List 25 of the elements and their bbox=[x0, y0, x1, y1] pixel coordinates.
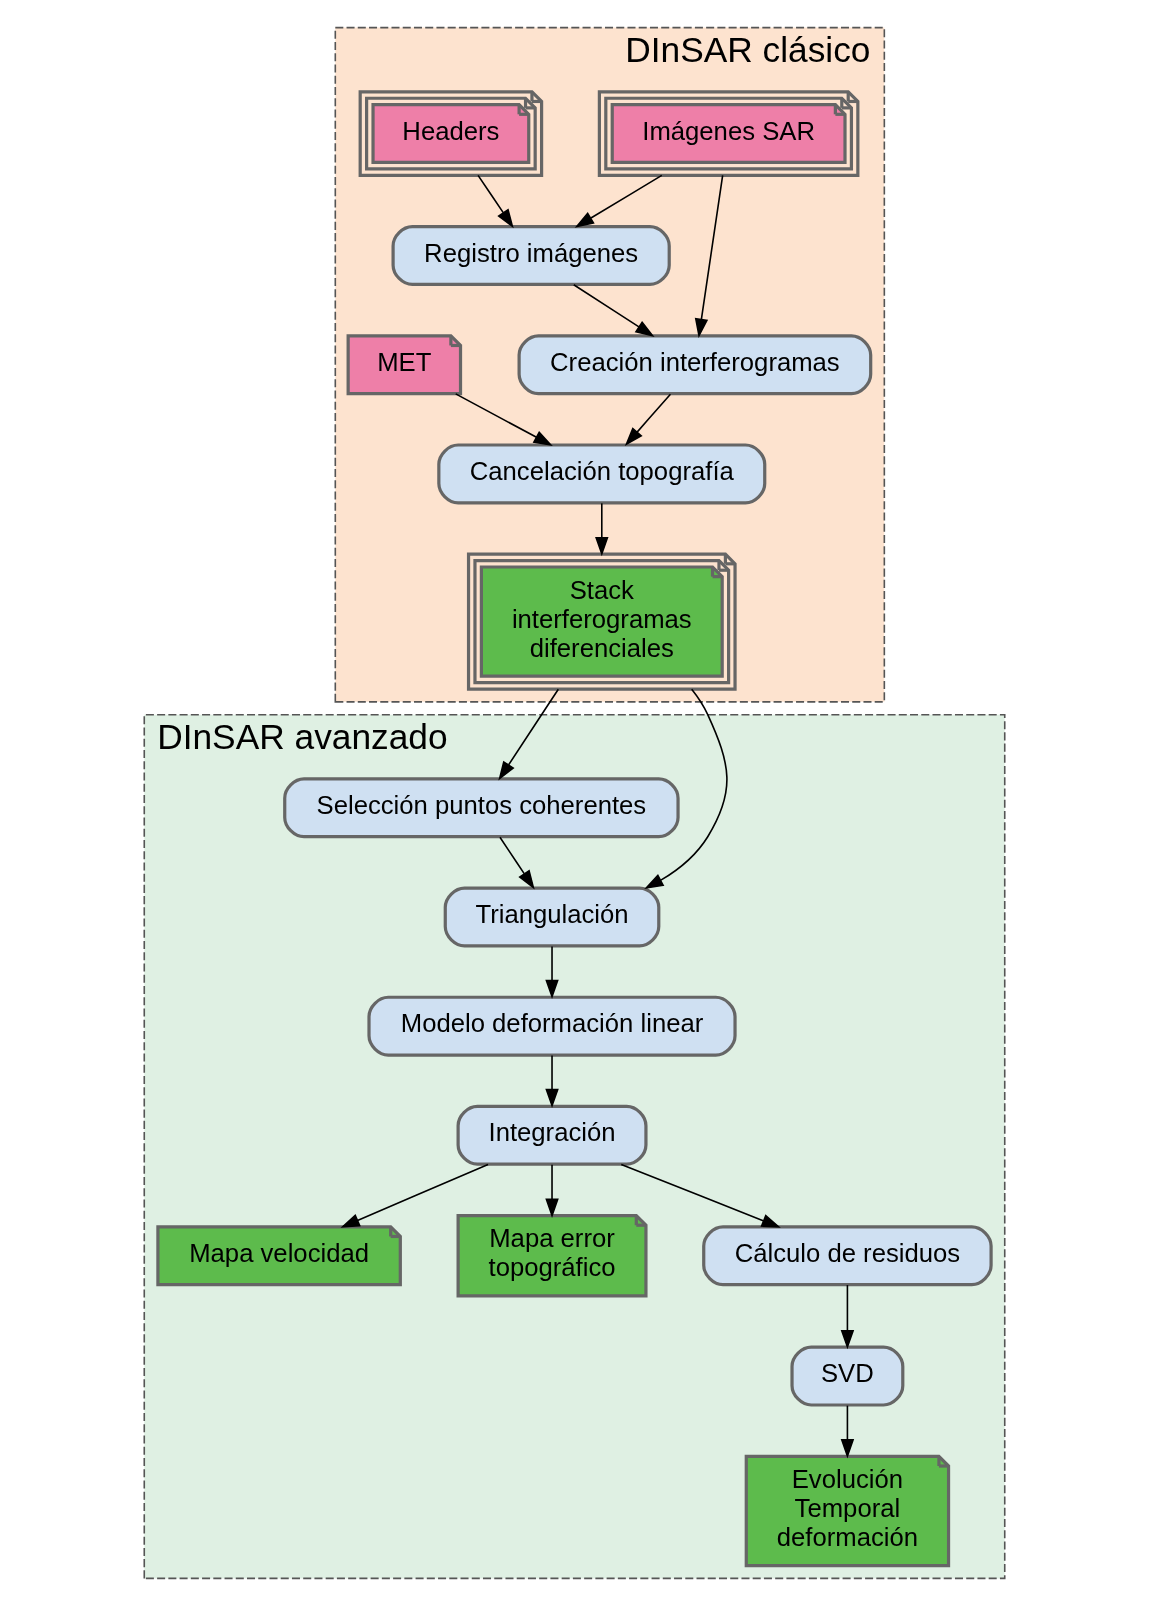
node-box: Selección puntos coherentes bbox=[283, 777, 680, 839]
node-box: Creación interferogramas bbox=[517, 334, 873, 396]
arrow bbox=[454, 393, 553, 447]
arrow bbox=[477, 174, 514, 229]
arrow bbox=[840, 1284, 855, 1350]
arrow bbox=[840, 1404, 855, 1459]
node-box: SVD bbox=[790, 1345, 905, 1407]
arrow bbox=[498, 688, 560, 781]
arrow bbox=[572, 283, 655, 338]
node-box: Registro imágenes bbox=[391, 225, 671, 287]
node-box: Modelo deformación linear bbox=[367, 995, 737, 1057]
arrow bbox=[574, 174, 663, 228]
arrow bbox=[644, 688, 728, 890]
node-box: Cancelación topografía bbox=[437, 443, 767, 505]
arrow bbox=[340, 1163, 489, 1228]
arrow bbox=[499, 836, 535, 890]
node-box: Triangulación bbox=[443, 886, 661, 948]
node-box: Integración bbox=[456, 1104, 648, 1166]
arrow bbox=[545, 945, 559, 999]
arrow bbox=[624, 393, 672, 447]
arrow bbox=[545, 1054, 559, 1109]
arrow bbox=[694, 174, 724, 338]
arrow bbox=[545, 1163, 559, 1218]
node-box: Cálculo de residuos bbox=[702, 1225, 993, 1287]
arrow bbox=[595, 502, 609, 557]
